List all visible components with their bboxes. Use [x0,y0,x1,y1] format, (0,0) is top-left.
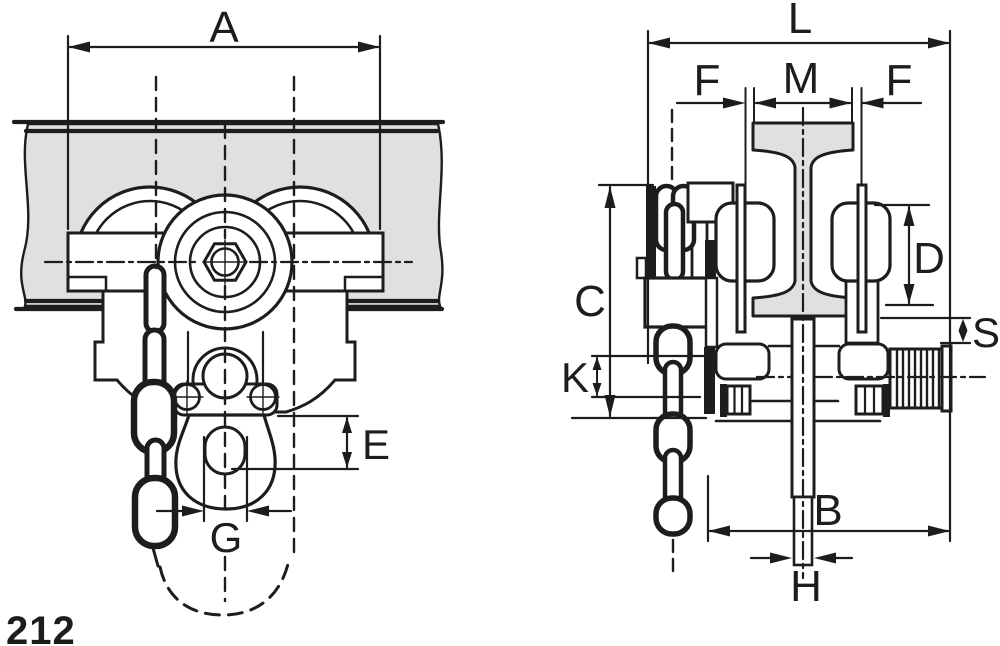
nut-left-facets [733,384,744,416]
dim-label-f-left: F [694,56,721,105]
dim-label-h: H [790,562,822,611]
dim-label-m: M [783,54,820,103]
dim-A-extension-lines [66,34,382,231]
dim-C-reference-lines [570,183,708,420]
dim-label-f-right: F [886,56,913,105]
dim-label-d: D [913,234,945,283]
dim-label-s: S [972,309,1000,356]
dim-G-extension-lines [202,435,249,523]
dim-label-a: A [209,3,239,52]
dim-label-e: E [362,421,390,468]
dim-K-reference-lines [590,354,709,399]
axle-centre-cross [202,239,248,285]
dim-H: H [749,552,854,611]
dim-D-reference-lines [873,203,935,307]
dim-D-arrowheads [903,206,915,304]
dim-label-c: C [574,277,606,326]
washer-left-dark [720,384,727,417]
guard-bar-dark [705,240,716,278]
rivet-cross-marks [170,380,280,414]
dim-label-k: K [561,354,589,401]
right-wheel-rim [244,199,356,233]
front-centrelines [43,75,414,617]
dim-label-g: G [210,514,243,561]
dim-K-arrowheads [592,357,602,396]
dim-D: D [873,203,945,307]
right-side-plate [856,183,868,334]
left-side-plate [735,183,747,334]
crossbar-sleeve-right [837,342,890,381]
dim-label-b: B [813,486,842,535]
dim-E-reference-lines [230,414,360,471]
dim-FMF-arrowheads [723,97,884,109]
dim-S-reference-lines [879,316,972,345]
yoke-lines [186,330,265,386]
side-centrelines [670,106,987,580]
crossbar-shaft-lines [714,344,882,423]
case-side-bar [704,276,719,349]
dim-E-arrowheads [342,417,352,468]
wheel-assemblies [686,181,892,345]
hand-chain-side [653,323,693,537]
front-view: A E G [11,3,446,617]
ratchet-teeth [895,347,941,410]
nut-right-facets [863,384,876,416]
model-number: 212 [6,609,76,646]
nut-left [725,384,752,416]
chain-tail [151,546,160,568]
bracket-steps [66,275,385,293]
crossbar-assembly [704,342,953,423]
crossbar-sleeve-left [714,342,771,381]
chain-loop-dashed [158,558,291,617]
chainwheel-assembly [635,183,719,537]
dim-FMF: F M F [675,54,923,186]
dim-H-arrowheads [770,552,836,564]
left-wheel-rim [94,199,206,233]
dim-E: E [230,414,390,471]
dim-A: A [66,3,382,231]
end-bar-dark [704,347,715,414]
chain-link [143,263,167,335]
washer-right-dark [883,384,890,417]
dim-FMF-extension-lines [744,87,863,186]
dim-S: S [879,309,1000,356]
nut-right [854,384,885,416]
dim-L-extension-lines [646,29,952,543]
dim-B: B [706,474,950,543]
dim-G-arrowheads [182,505,269,517]
chain-link [653,495,693,537]
dim-K: K [561,354,709,401]
hand-chain-front [130,263,179,568]
hook-slot [203,425,247,476]
dim-C: C [570,183,708,420]
gear-case [643,276,716,329]
dim-label-l: L [788,0,812,43]
chain-over-sprocket [653,183,697,283]
dim-S-arrowheads [958,319,968,342]
chain-centreline [670,108,675,580]
guard-plate-dark [646,186,656,278]
chain-link [663,201,686,283]
dim-G: G [155,435,293,561]
guard-tab [635,256,648,280]
side-view: L F M F C K D [561,0,1000,611]
dim-L: L [646,0,952,543]
